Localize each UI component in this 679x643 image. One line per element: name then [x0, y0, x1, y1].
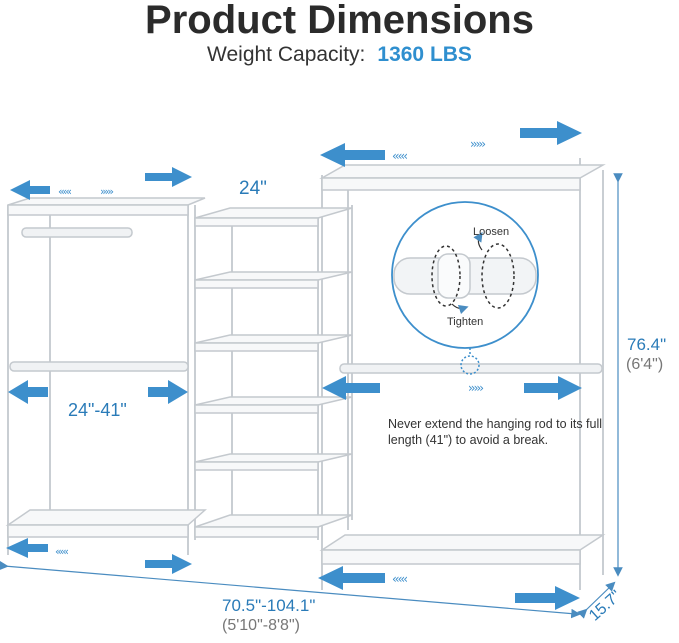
hanging-rods — [9, 227, 603, 374]
rod-length-label: 24"-41" — [68, 400, 127, 420]
page-title: Product Dimensions — [145, 0, 534, 42]
loosen-label: Loosen — [473, 226, 510, 238]
height-feet-label: (6'4") — [626, 356, 664, 373]
svg-text:›››››: ››››› — [470, 137, 485, 151]
height-inches-label: 76.4" — [627, 335, 667, 354]
middle-width-label: 24" — [239, 178, 267, 199]
capacity-label: Weight Capacity: — [207, 43, 366, 66]
arrow-right-top: ‹‹‹‹‹ ››››› — [320, 121, 582, 167]
width-inches-label: 70.5"-104.1" — [222, 596, 316, 615]
arrow-left-rod — [8, 380, 188, 404]
tighten-label: Tighten — [447, 316, 484, 328]
arrow-left-top: ‹‹‹‹‹ ››››› — [10, 167, 192, 200]
shelf-frame — [7, 158, 604, 590]
rod-callout — [391, 201, 539, 375]
wire-shelves — [5, 164, 606, 565]
dimension-lines — [0, 173, 623, 619]
arrow-right-rod: ››››› — [322, 376, 582, 400]
width-feet-label: (5'10"-8'8") — [222, 617, 300, 634]
svg-text:›››››: ››››› — [468, 381, 483, 395]
svg-text:‹‹‹‹‹: ‹‹‹‹‹ — [392, 149, 407, 163]
capacity-value: 1360 LBS — [377, 43, 472, 66]
svg-text:‹‹‹‹‹: ‹‹‹‹‹ — [58, 185, 72, 198]
weight-capacity: Weight Capacity: 1360 LBS — [0, 43, 679, 67]
svg-text:›››››: ››››› — [100, 185, 114, 198]
svg-text:‹‹‹‹‹: ‹‹‹‹‹ — [392, 572, 407, 586]
warning-note: Never extend the hanging rod to its full… — [388, 417, 603, 447]
svg-text:‹‹‹‹‹: ‹‹‹‹‹ — [55, 545, 69, 558]
